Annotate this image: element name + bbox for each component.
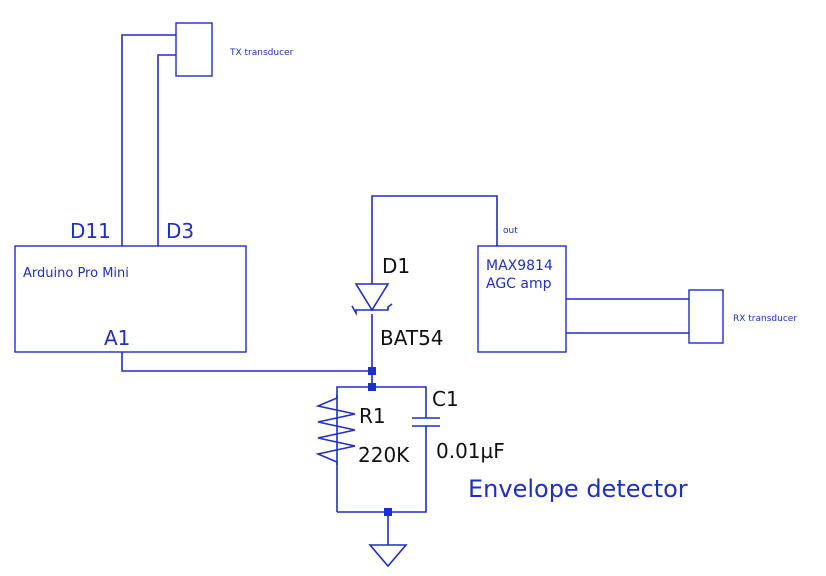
- wire-a1-node: [121, 352, 372, 372]
- wire-rc-bottom: [337, 426, 427, 513]
- diode-ref: D1: [382, 254, 410, 278]
- arduino-name: Arduino Pro Mini: [23, 266, 129, 281]
- amp-name: MAX9814: [486, 258, 553, 274]
- amp-out-label: out: [503, 226, 518, 236]
- pin-d3-label: D3: [166, 219, 194, 243]
- junction-a1-node: [368, 367, 376, 375]
- ground-symbol: [368, 544, 408, 568]
- rx-transducer-label: RX transducer: [733, 314, 797, 324]
- amp-box: [477, 245, 567, 353]
- diode-part: BAT54: [380, 326, 444, 350]
- diode-symbol: [354, 283, 390, 312]
- junction-rc-top: [368, 383, 376, 391]
- resistor-symbol: [315, 395, 356, 465]
- amp-desc: AGC amp: [486, 276, 552, 292]
- wire-amp-out-diode: [371, 195, 498, 284]
- capacitor-ref: C1: [432, 387, 459, 411]
- diode-schottky-bar: [351, 303, 393, 317]
- tx-transducer-box: [175, 22, 213, 77]
- wire-d3-tx: [157, 54, 176, 246]
- wire-d11-tx: [121, 34, 176, 246]
- rx-transducer-box: [688, 289, 724, 344]
- section-title: Envelope detector: [468, 475, 688, 503]
- pin-a1-label: A1: [104, 326, 130, 350]
- tx-transducer-label: TX transducer: [229, 48, 294, 58]
- pin-d11-label: D11: [70, 219, 111, 243]
- resistor-ref: R1: [359, 404, 386, 428]
- junction-ground: [384, 508, 392, 516]
- resistor-value: 220K: [358, 443, 410, 467]
- capacitor-value: 0.01µF: [436, 439, 505, 463]
- arduino-box: [14, 245, 247, 353]
